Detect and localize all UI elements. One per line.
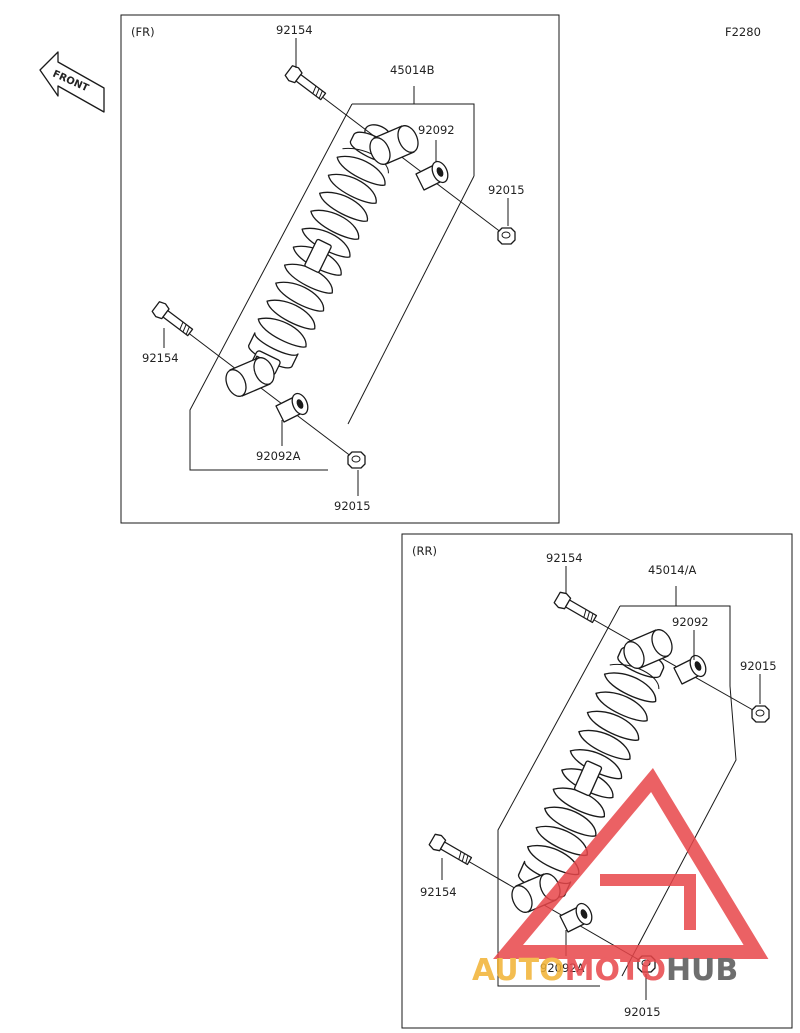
front-label-bushing-top: 92092 <box>418 123 455 137</box>
rear-bolt-top <box>552 589 600 627</box>
rear-label-nut-top: 92015 <box>740 659 777 673</box>
front-label-assembly: 45014B <box>390 63 435 77</box>
front-bushing-bottom <box>275 390 312 423</box>
watermark-text: AUTOMOTOHUB <box>472 953 738 988</box>
rear-section-frame <box>401 533 793 1029</box>
front-nut-top <box>497 227 516 245</box>
diagram-code: F2280 <box>725 25 761 39</box>
front-bolt-top <box>283 63 329 104</box>
watermark-part-auto: AUTO <box>472 953 565 988</box>
rear-nut-top <box>751 705 770 723</box>
rear-section-title: (RR) <box>412 544 437 558</box>
rear-bolt-bottom <box>427 831 475 869</box>
watermark-part-hub: HUB <box>666 953 738 988</box>
front-bolt-bottom <box>150 299 196 340</box>
front-bushing-top <box>415 158 452 191</box>
rear-label-bushing-top: 92092 <box>672 615 709 629</box>
rear-section: (RR) 92154 45014/A 92092 92015 92154 <box>401 533 793 1029</box>
rear-bushing-bottom <box>559 900 596 933</box>
rear-label-bolt-bottom: 92154 <box>420 885 457 899</box>
front-section-title: (FR) <box>131 25 155 39</box>
front-nut-bottom <box>347 451 366 469</box>
front-section-frame <box>120 14 560 524</box>
rear-label-assembly: 45014/A <box>648 563 696 577</box>
watermark-logo-icon <box>493 767 769 959</box>
front-section: (FR) 92154 45014B 92092 92015 92154 <box>120 14 560 524</box>
watermark: AUTOMOTOHUB <box>472 767 769 988</box>
rear-label-bolt-top: 92154 <box>546 551 583 565</box>
rear-bushing-top <box>673 652 710 685</box>
rear-label-bushing-bottom: 92092A <box>540 961 585 975</box>
front-label-bushing-bottom: 92092A <box>256 449 301 463</box>
front-label-nut-top: 92015 <box>488 183 525 197</box>
rear-label-nut-bottom: 92015 <box>624 1005 661 1019</box>
front-label-bolt-top: 92154 <box>276 23 313 37</box>
front-label-nut-bottom: 92015 <box>334 499 371 513</box>
front-arrow: FRONT <box>39 51 105 113</box>
watermark-part-moto: MOTO <box>565 953 666 988</box>
front-label-bolt-bottom: 92154 <box>142 351 179 365</box>
